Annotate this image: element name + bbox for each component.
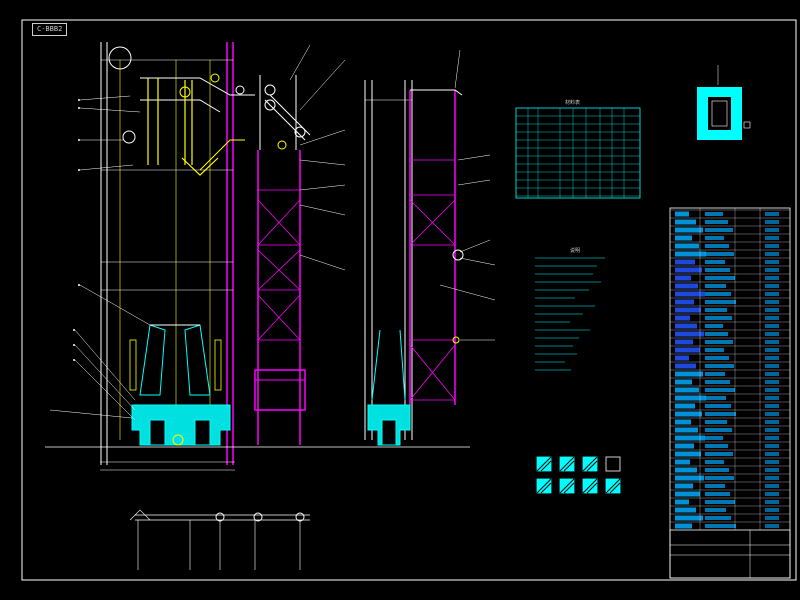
bottom-plan-view	[129, 509, 310, 570]
legend-swatch	[605, 456, 621, 472]
main-elevation-view	[45, 42, 470, 471]
drawing-border	[21, 19, 797, 581]
notes-block: 说明	[535, 247, 605, 371]
svg-text:材料表: 材料表	[565, 99, 580, 106]
hatch-legend	[536, 456, 621, 494]
side-elevation-view	[364, 49, 496, 446]
materials-table: 材料表	[515, 99, 641, 199]
svg-text:说明: 说明	[570, 247, 580, 254]
section-detail	[697, 65, 751, 140]
view-tab-label[interactable]: C-BBB2	[32, 23, 68, 36]
parts-schedule	[669, 207, 791, 579]
tower-structure	[254, 44, 346, 445]
